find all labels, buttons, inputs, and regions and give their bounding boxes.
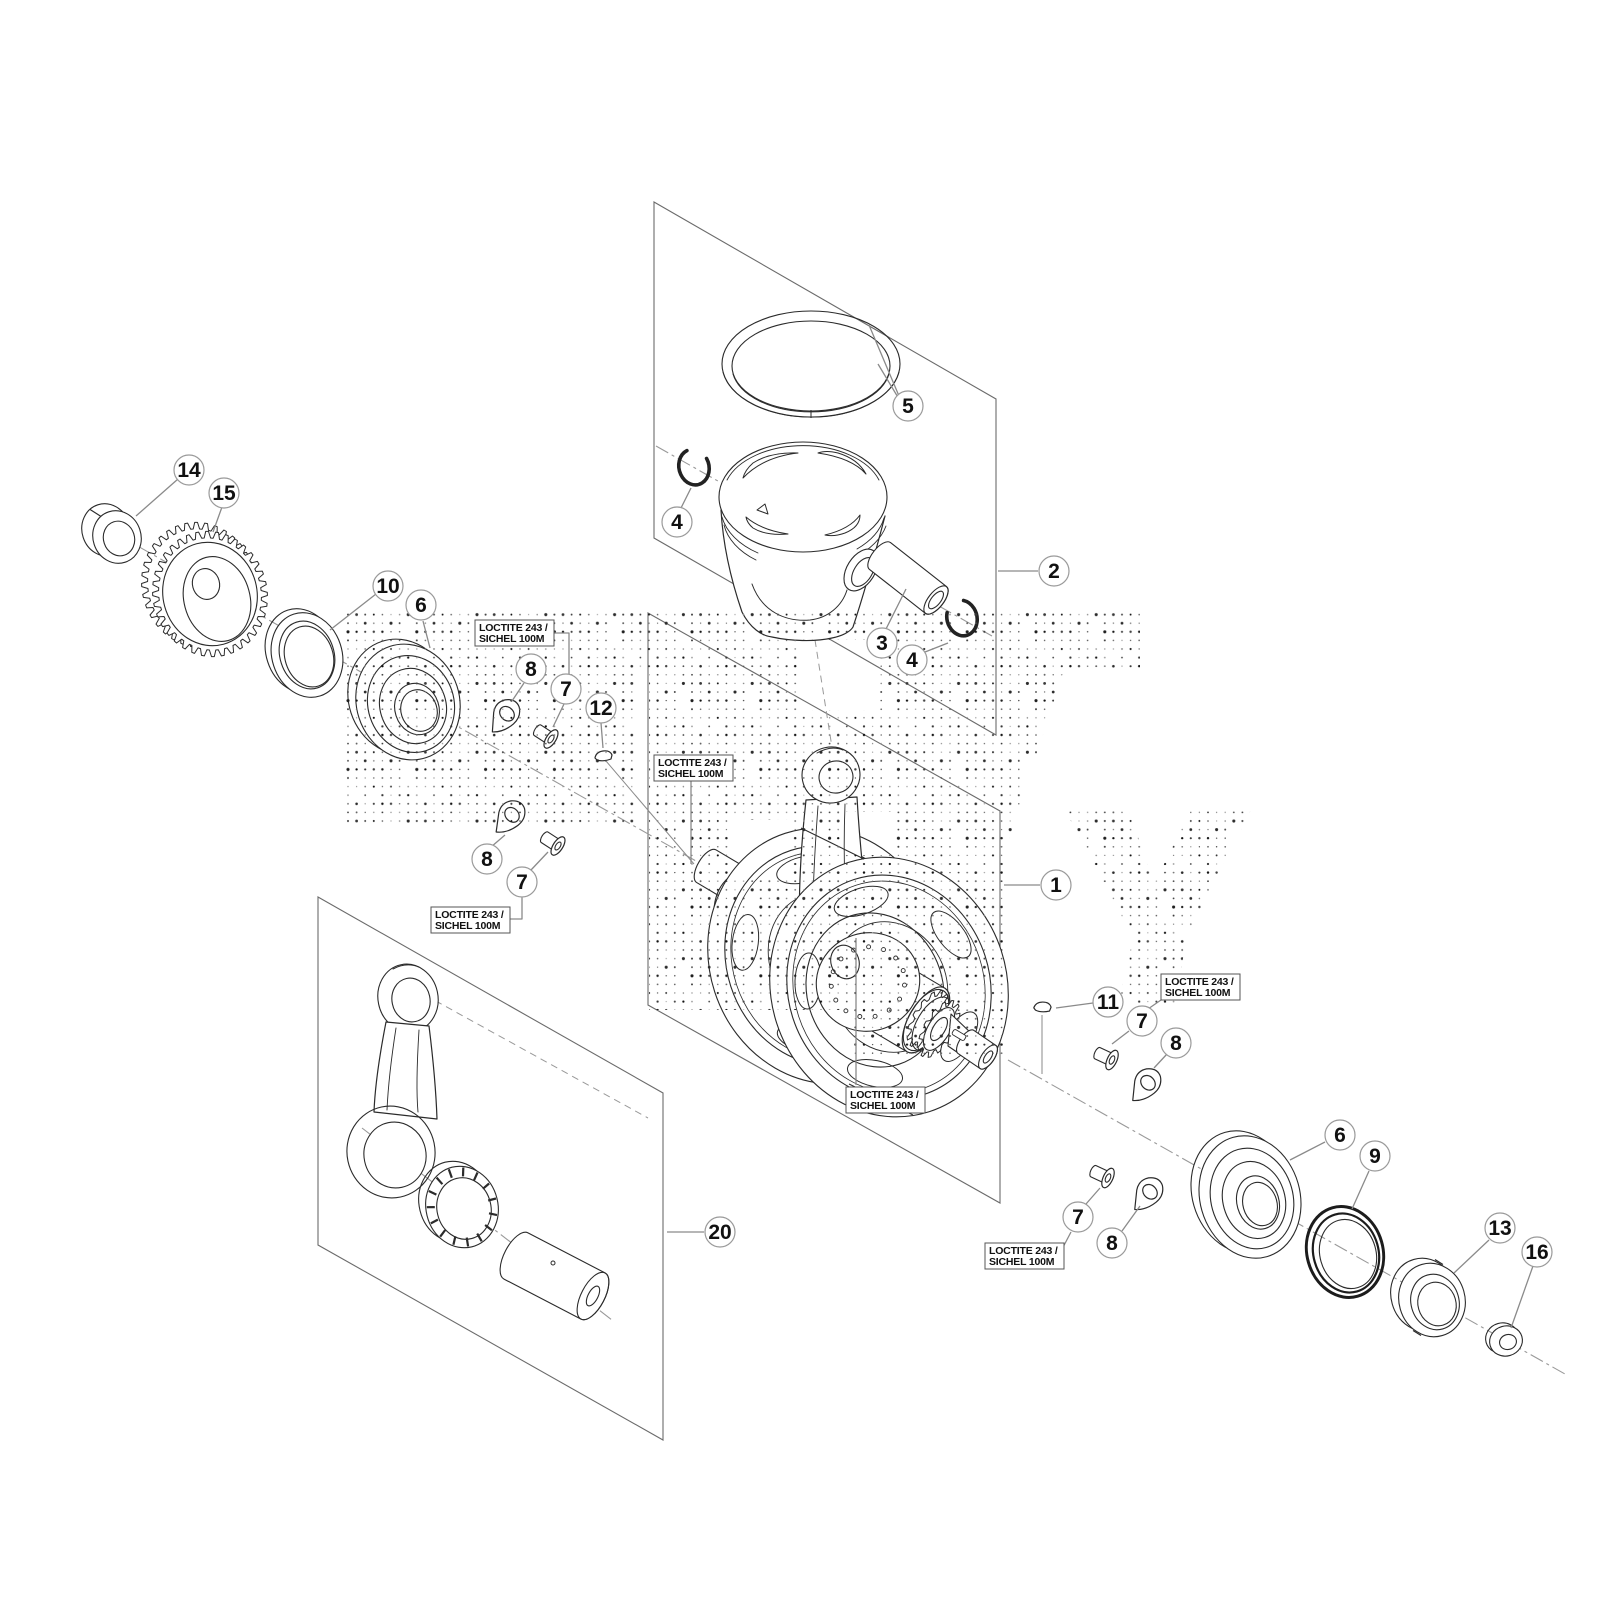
- svg-text:9: 9: [1369, 1145, 1381, 1168]
- svg-text:11: 11: [1097, 991, 1120, 1014]
- svg-text:8: 8: [525, 658, 537, 681]
- svg-text:8: 8: [1170, 1032, 1182, 1055]
- svg-text:LOCTITE 243 /: LOCTITE 243 /: [479, 622, 548, 634]
- svg-text:7: 7: [560, 678, 572, 701]
- svg-text:5: 5: [902, 395, 914, 418]
- svg-text:SICHEL 100M: SICHEL 100M: [479, 633, 545, 645]
- svg-text:20: 20: [708, 1221, 731, 1244]
- svg-text:LOCTITE 243 /: LOCTITE 243 /: [435, 909, 504, 921]
- svg-text:4: 4: [906, 649, 918, 672]
- svg-text:16: 16: [1525, 1241, 1548, 1264]
- svg-text:LOCTITE 243 /: LOCTITE 243 /: [989, 1245, 1058, 1257]
- svg-text:10: 10: [376, 575, 399, 598]
- svg-text:SICHEL 100M: SICHEL 100M: [989, 1256, 1055, 1268]
- svg-text:14: 14: [177, 459, 201, 482]
- svg-text:15: 15: [212, 482, 236, 505]
- svg-text:13: 13: [1488, 1217, 1511, 1240]
- svg-text:4: 4: [671, 511, 683, 534]
- svg-text:LOCTITE 243 /: LOCTITE 243 /: [658, 757, 727, 769]
- svg-text:SICHEL 100M: SICHEL 100M: [658, 768, 724, 780]
- svg-text:7: 7: [1072, 1206, 1084, 1229]
- svg-text:LOCTITE 243 /: LOCTITE 243 /: [1165, 976, 1234, 988]
- svg-text:8: 8: [481, 848, 493, 871]
- svg-text:12: 12: [589, 697, 612, 720]
- svg-text:SICHEL 100M: SICHEL 100M: [1165, 987, 1231, 999]
- svg-text:7: 7: [1136, 1010, 1148, 1033]
- svg-text:6: 6: [415, 594, 427, 617]
- svg-text:LOCTITE 243 /: LOCTITE 243 /: [850, 1089, 919, 1101]
- svg-text:8: 8: [1106, 1232, 1118, 1255]
- svg-text:SICHEL 100M: SICHEL 100M: [850, 1100, 916, 1112]
- svg-text:6: 6: [1334, 1124, 1346, 1147]
- svg-text:7: 7: [516, 871, 528, 894]
- svg-text:3: 3: [876, 632, 888, 655]
- svg-text:2: 2: [1048, 560, 1060, 583]
- svg-text:SICHEL 100M: SICHEL 100M: [435, 920, 501, 932]
- svg-text:1: 1: [1050, 874, 1062, 897]
